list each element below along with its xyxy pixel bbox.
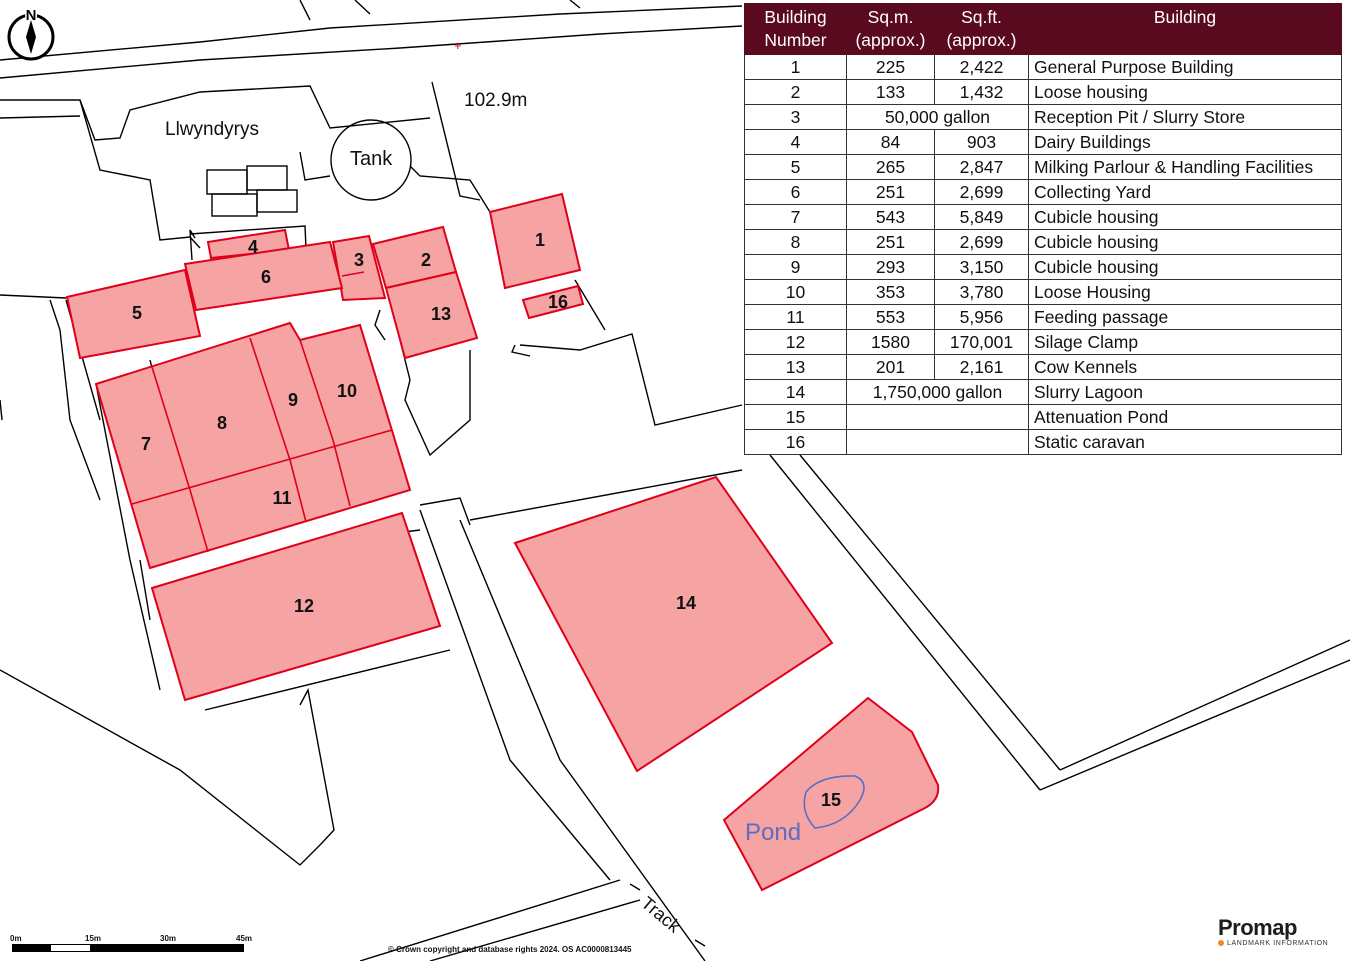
farm-buildings <box>65 192 940 892</box>
brand-dot-icon <box>1218 940 1224 947</box>
header-sqm: Sq.m.(approx.) <box>846 3 935 55</box>
spot-height-label: 102.9m <box>464 90 527 111</box>
header-sqft: Sq.ft.(approx.) <box>934 3 1029 55</box>
scale-bar-frame <box>12 944 244 952</box>
label-1: 1 <box>535 230 545 250</box>
building-6 <box>183 240 344 312</box>
scale-tick-30: 30m <box>160 934 177 943</box>
label-12: 12 <box>294 596 314 616</box>
building-14 <box>513 475 834 773</box>
building-16 <box>521 284 585 320</box>
building-12 <box>150 511 442 702</box>
outbuildings <box>206 165 298 217</box>
brand-tagline: LANDMARK INFORMATION <box>1227 940 1329 947</box>
label-7: 7 <box>141 434 151 454</box>
pond-outline <box>803 775 865 829</box>
north-arrow: N <box>7 6 55 61</box>
header-building-name: Building <box>1028 3 1342 55</box>
label-10: 10 <box>337 381 357 401</box>
label-5: 5 <box>132 303 142 323</box>
building-13 <box>384 270 479 360</box>
label-3: 3 <box>354 250 364 270</box>
label-13: 13 <box>431 304 451 324</box>
building-5 <box>65 268 202 360</box>
label-2: 2 <box>421 250 431 270</box>
brand-name: Promap <box>1218 915 1297 940</box>
building-7-8-9-10-11 <box>94 321 412 570</box>
building-dividers <box>131 271 393 553</box>
tank-label: Tank <box>350 148 393 170</box>
building-1 <box>488 192 582 290</box>
building-number-labels: 1 2 3 4 5 6 7 8 9 10 11 12 13 14 15 16 <box>132 230 841 810</box>
label-15: 15 <box>821 790 841 810</box>
north-label: N <box>26 7 37 24</box>
scale-tick-15: 15m <box>85 934 102 943</box>
label-4: 4 <box>248 237 258 257</box>
scale-tick-0: 0m <box>10 934 22 943</box>
benchmark-mark: + <box>454 38 462 53</box>
scale-bar: 0m 15m 30m 45m <box>10 934 260 956</box>
label-8: 8 <box>217 413 227 433</box>
label-6: 6 <box>261 267 271 287</box>
tank-outline <box>330 119 412 201</box>
label-16: 16 <box>548 292 568 312</box>
label-14: 14 <box>676 593 696 613</box>
copyright-notice: © Crown copyright and database rights 20… <box>388 945 632 954</box>
promap-logo: Promap LANDMARK INFORMATION <box>1218 917 1328 947</box>
place-name-label: Llwyndyrys <box>165 119 259 140</box>
pond-label: Pond <box>745 819 801 846</box>
building-15 <box>722 696 940 892</box>
label-11: 11 <box>272 488 291 508</box>
scale-tick-45: 45m <box>236 934 253 943</box>
label-9: 9 <box>288 390 298 410</box>
